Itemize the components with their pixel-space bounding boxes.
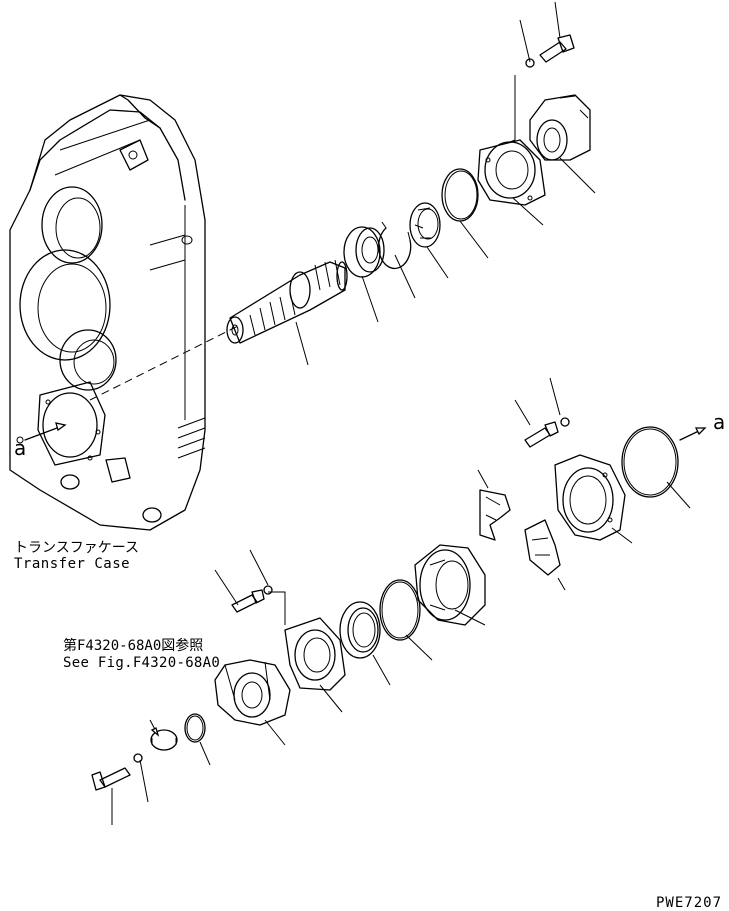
- transfer-case-label-jp: トランスファケース: [14, 540, 140, 556]
- o-ring-lower: [379, 579, 421, 641]
- transfer-case-housing: [9, 94, 206, 531]
- bolt-upper: [525, 34, 575, 68]
- shim-pack-upper: [479, 489, 511, 541]
- o-ring-lower-right: [621, 426, 679, 498]
- o-ring-upper: [441, 168, 479, 222]
- leader-lines-lower: [111, 377, 691, 825]
- yoke-upper: [529, 94, 591, 161]
- view-marker-right: a: [713, 410, 726, 434]
- cover-lower-right: [554, 454, 626, 541]
- bearing-upper: [343, 226, 385, 278]
- carrier-lower: [414, 544, 486, 626]
- view-marker-left: a: [14, 436, 27, 460]
- figure-reference-en: See Fig.F4320-68A0: [63, 655, 221, 671]
- figure-reference-jp: 第F4320-68A0図参照: [63, 638, 204, 654]
- washer-lower: [150, 729, 178, 751]
- bolt-lower-right: [524, 417, 570, 448]
- leader-lines-upper: [295, 1, 596, 366]
- shim-pack-lower: [524, 519, 561, 576]
- output-shaft: [226, 259, 348, 344]
- bolt-lower-mid: [231, 585, 273, 613]
- transfer-case-label-en: Transfer Case: [14, 556, 131, 572]
- retainer-lower: [284, 617, 346, 691]
- shaft-centerline: [89, 324, 241, 401]
- bearing-race-upper: [409, 202, 441, 248]
- seal-lower: [339, 601, 381, 659]
- drawing-code: PWE7207: [656, 895, 723, 911]
- retainer-upper: [477, 139, 546, 206]
- o-ring-yoke: [184, 713, 206, 743]
- snap-ring-upper: [378, 221, 412, 270]
- bolt-lower-left: [91, 753, 143, 791]
- yoke-lower: [214, 659, 291, 726]
